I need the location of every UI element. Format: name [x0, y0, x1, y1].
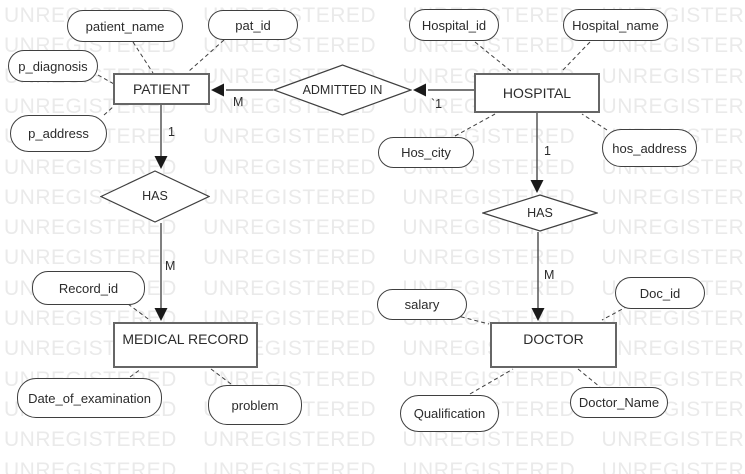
arrowhead-into-has-left: [154, 156, 168, 169]
link-doctor-name: [577, 368, 601, 388]
link-hos-address: [581, 113, 608, 131]
link-qualification: [469, 368, 514, 395]
link-pat-id: [187, 39, 225, 73]
arrowhead-into-admitted-in: [413, 83, 426, 97]
attribute-patient-name[interactable]: patient_name: [67, 10, 183, 42]
cardinality-admitted-hospital-side: `1: [431, 97, 443, 111]
cardinality-hospital-has: 1: [544, 144, 551, 158]
attribute-pat-id[interactable]: pat_id: [208, 10, 298, 40]
relationship-label: HAS: [142, 189, 168, 204]
attribute-doctor-name[interactable]: Doctor_Name: [570, 387, 668, 418]
attribute-p-address[interactable]: p_address: [10, 115, 107, 152]
entity-medical-record[interactable]: MEDICAL RECORD: [113, 322, 258, 368]
cardinality-admitted-patient-side: M: [233, 95, 244, 109]
attribute-salary[interactable]: salary: [377, 289, 467, 320]
attribute-label: Doctor_Name: [578, 395, 660, 410]
link-p-address: [103, 105, 115, 116]
attribute-label: p_diagnosis: [18, 58, 88, 74]
relationship-has-hospital-doctor[interactable]: HAS: [482, 194, 598, 232]
attribute-hos-city[interactable]: Hos_city: [378, 137, 474, 168]
attribute-label: problem: [231, 397, 279, 413]
attribute-label: Hospital_id: [421, 17, 487, 33]
attribute-qualification[interactable]: Qualification: [400, 395, 499, 432]
attribute-record-id[interactable]: Record_id: [32, 271, 145, 305]
link-problem: [210, 368, 232, 385]
attribute-label: pat_id: [235, 17, 271, 33]
link-patient-name: [132, 41, 154, 74]
entity-label: DOCTOR: [523, 331, 584, 347]
entity-label: HOSPITAL: [502, 85, 572, 101]
attribute-label: Qualification: [413, 406, 486, 421]
cardinality-patient-has: 1: [168, 125, 175, 139]
attribute-label: Date_of_examination: [28, 390, 151, 406]
arrowhead-into-medical-record: [154, 308, 168, 321]
attribute-date-of-examination[interactable]: Date_of_examination: [17, 378, 162, 418]
entity-label: MEDICAL RECORD: [122, 331, 249, 347]
relationship-label: HAS: [527, 205, 553, 220]
attribute-problem[interactable]: problem: [208, 385, 302, 425]
entity-patient[interactable]: PATIENT: [113, 73, 210, 105]
attribute-hospital-id[interactable]: Hospital_id: [409, 9, 499, 41]
link-hos-city: [454, 113, 496, 137]
arrowhead-into-patient: [211, 83, 224, 97]
relationship-label: ADMITTED IN: [302, 82, 383, 97]
attribute-p-diagnosis[interactable]: p_diagnosis: [8, 50, 98, 82]
link-p-diagnosis: [97, 74, 115, 85]
link-hospital-name: [560, 41, 591, 73]
cardinality-has-doctor: M: [544, 268, 555, 282]
attribute-label: Doc_id: [639, 285, 681, 301]
cardinality-has-medical-record: M: [165, 259, 176, 273]
attribute-label: Record_id: [58, 280, 119, 296]
link-salary: [453, 314, 490, 325]
attribute-hos-address[interactable]: hos_address: [602, 129, 697, 167]
diamond-shape: [482, 194, 598, 232]
arrowhead-into-has-right: [530, 180, 544, 193]
diamond-shape: [100, 170, 210, 223]
link-hospital-id: [474, 41, 513, 73]
attribute-label: p_address: [28, 126, 89, 141]
relationship-has-patient-record[interactable]: HAS: [100, 170, 210, 223]
relationship-admitted-in[interactable]: ADMITTED IN: [273, 64, 412, 116]
attribute-label: salary: [404, 297, 440, 312]
attribute-hospital-name[interactable]: Hospital_name: [563, 9, 668, 41]
attribute-label: hos_address: [612, 140, 687, 156]
link-record-id: [127, 303, 152, 322]
attribute-label: Hospital_name: [572, 17, 659, 33]
link-doc-id: [601, 305, 629, 321]
attribute-label: patient_name: [85, 18, 165, 34]
attribute-doc-id[interactable]: Doc_id: [615, 277, 705, 309]
attribute-label: Hos_city: [401, 145, 451, 160]
entity-doctor[interactable]: DOCTOR: [490, 322, 617, 368]
entity-label: PATIENT: [132, 81, 191, 97]
arrowhead-into-doctor: [531, 308, 545, 321]
entity-hospital[interactable]: HOSPITAL: [474, 73, 600, 113]
link-date-of-examination: [129, 368, 142, 378]
diamond-shape: [273, 64, 412, 116]
